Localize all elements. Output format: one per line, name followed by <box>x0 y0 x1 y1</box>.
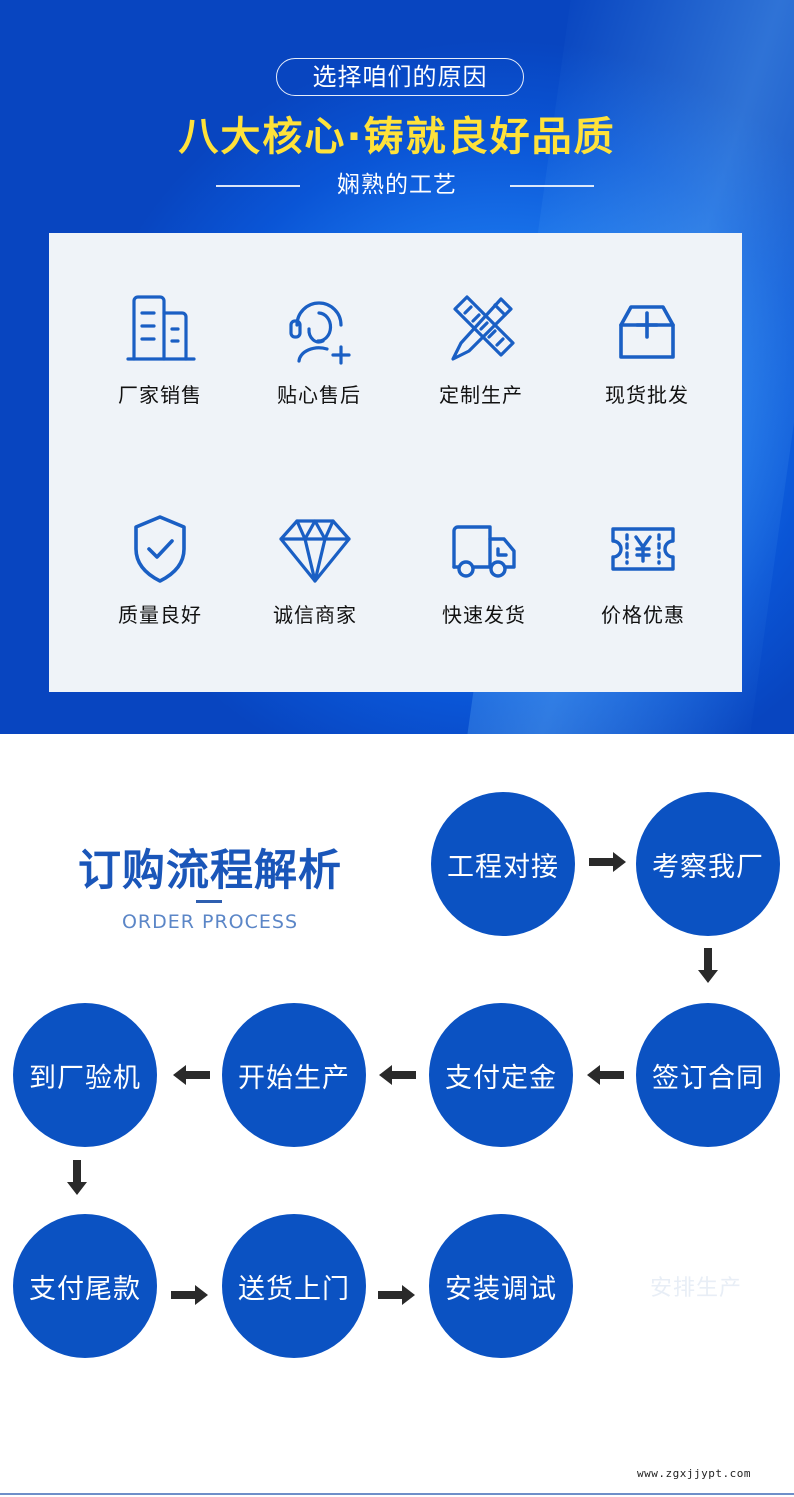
process-title-underline <box>196 900 222 903</box>
customer-service-icon <box>289 301 351 365</box>
arrow-down-icon <box>67 1160 87 1195</box>
step-pay-deposit: 支付定金 <box>429 1003 573 1147</box>
step-engineering-docking: 工程对接 <box>431 792 575 936</box>
divider-left <box>216 185 300 187</box>
ruler-pencil-icon <box>451 295 515 361</box>
arrow-right-icon <box>378 1285 415 1305</box>
arrow-down-icon <box>698 948 718 983</box>
feature-factory-sales: 厂家销售 <box>80 289 240 408</box>
subtitle: 娴熟的工艺 <box>337 172 457 198</box>
arrow-left-icon <box>173 1065 210 1085</box>
feature-quality: 质量良好 <box>80 509 240 628</box>
step-factory-visit: 考察我厂 <box>636 792 780 936</box>
reasons-pill: 选择咱们的原因 <box>276 58 524 96</box>
bottom-divider <box>0 1493 794 1495</box>
step-factory-inspection: 到厂验机 <box>13 1003 157 1147</box>
site-watermark: www.zgxjjypt.com <box>637 1467 751 1480</box>
feature-price: 价格优惠 <box>563 509 723 628</box>
step-sign-contract: 签订合同 <box>636 1003 780 1147</box>
ghost-step-text: 安排生产 <box>650 1276 743 1301</box>
box-icon <box>619 305 675 359</box>
arrow-left-icon <box>587 1065 624 1085</box>
process-subtitle: ORDER PROCESS <box>121 911 299 933</box>
feature-wholesale: 现货批发 <box>567 289 727 408</box>
feature-label: 厂家销售 <box>118 383 202 407</box>
feature-fast-delivery: 快速发货 <box>404 509 564 628</box>
feature-custom-production: 定制生产 <box>401 289 561 408</box>
step-pay-balance: 支付尾款 <box>13 1214 157 1358</box>
subtitle-row: 娴熟的工艺 <box>0 168 794 202</box>
feature-label: 诚信商家 <box>273 603 357 627</box>
feature-after-sales: 贴心售后 <box>239 289 399 408</box>
feature-label: 贴心售后 <box>277 383 361 407</box>
yuan-ticket-icon <box>611 527 675 571</box>
features-panel: 厂家销售 贴心售后 <box>49 233 742 692</box>
feature-label: 质量良好 <box>118 603 202 627</box>
step-start-production: 开始生产 <box>222 1003 366 1147</box>
feature-label: 价格优惠 <box>601 603 685 627</box>
arrow-right-icon <box>171 1285 208 1305</box>
feature-label: 现货批发 <box>605 383 689 407</box>
diamond-icon <box>279 519 351 583</box>
process-title: 订购流程解析 <box>78 846 342 896</box>
feature-label: 定制生产 <box>439 383 523 407</box>
step-delivery: 送货上门 <box>222 1214 366 1358</box>
feature-label: 快速发货 <box>442 603 526 627</box>
truck-icon <box>452 525 516 578</box>
factory-building-icon <box>126 295 196 361</box>
headline: 八大核心·铸就良好品质 <box>178 114 616 160</box>
step-installation: 安装调试 <box>429 1214 573 1358</box>
arrow-right-icon <box>589 852 626 872</box>
reasons-banner: 选择咱们的原因 八大核心·铸就良好品质 娴熟的工艺 厂家销售 <box>0 0 794 734</box>
shield-check-icon <box>134 515 186 583</box>
feature-integrity: 诚信商家 <box>235 509 395 628</box>
divider-right <box>510 185 594 187</box>
arrow-left-icon <box>379 1065 416 1085</box>
